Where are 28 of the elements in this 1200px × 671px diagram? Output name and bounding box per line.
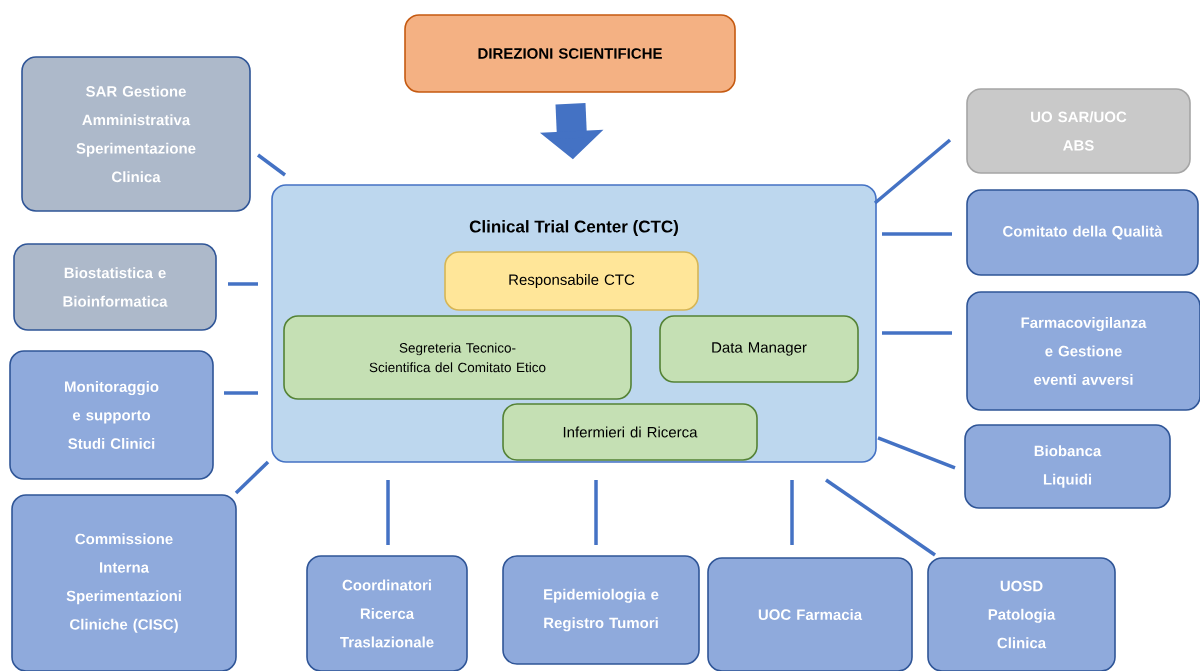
role-box: Data Manager (659, 315, 859, 383)
unit-box: SAR Gestione Amministrativa Sperimentazione Clinica (21, 56, 251, 212)
role-box: Responsabile CTC (444, 251, 699, 311)
unit-box: UOC Farmacia (707, 557, 913, 671)
connector-line (882, 232, 952, 236)
unit-box: Epidemiologia e Registro Tumori (502, 555, 700, 665)
connector-line (228, 282, 258, 286)
role-box: Infermieri di Ricerca (502, 403, 758, 461)
connector-line (877, 436, 956, 470)
unit-box: Commissione Interna Sperimentazioni Cliniche (CISC) (11, 494, 237, 671)
unit-box: Biobanca Liquidi (964, 424, 1171, 509)
connector-line (234, 460, 270, 495)
connector-line (224, 391, 258, 395)
unit-box: UOSD Patologia Clinica (927, 557, 1116, 671)
connector-line (873, 138, 952, 205)
unit-box: Biostatistica e Bioinformatica (13, 243, 217, 331)
connector-line (825, 478, 936, 557)
role-box: Segreteria Tecnico-Scientifica del Comitato Etico (283, 315, 632, 400)
connector-line (386, 480, 390, 545)
connector-line (256, 153, 287, 177)
connector-line (882, 331, 952, 335)
connector-line (594, 480, 598, 545)
unit-box: Comitato della Qualità (966, 189, 1199, 276)
unit-box: Farmacovigilanza e Gestione eventi avversi (966, 291, 1200, 411)
connector-line (790, 480, 794, 545)
title-box: DIREZIONI SCIENTIFICHE (404, 14, 736, 93)
unit-box: Coordinatori Ricerca Traslazionale (306, 555, 468, 671)
unit-box: Monitoraggio e supporto Studi Clinici (9, 350, 214, 480)
